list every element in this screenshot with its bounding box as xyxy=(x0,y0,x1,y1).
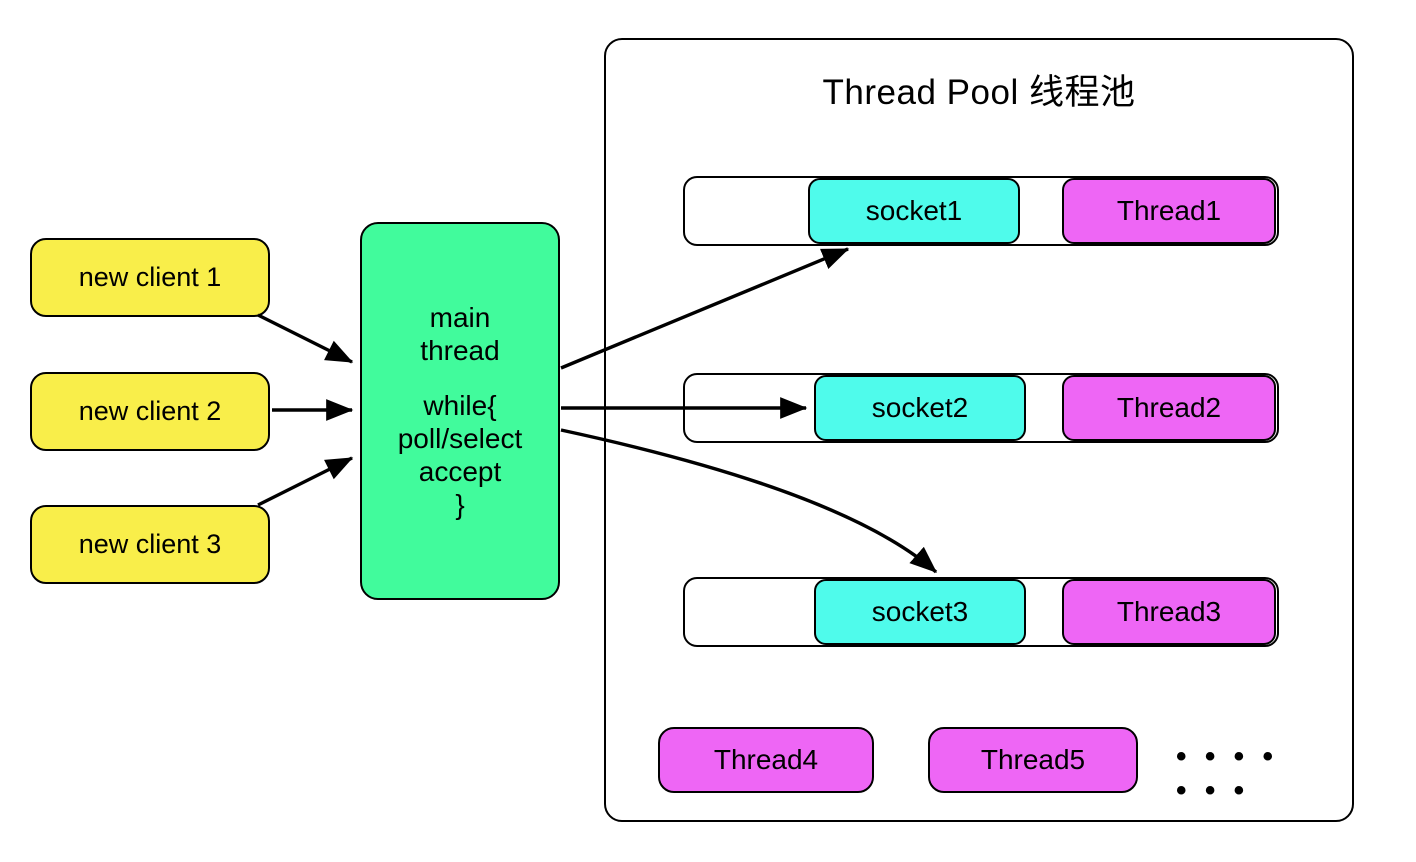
thread-pool-title: Thread Pool 线程池 xyxy=(822,73,1136,112)
client-box-1[interactable]: new client 1 xyxy=(30,238,270,317)
more-threads-ellipsis: • • • • • • • xyxy=(1176,740,1279,807)
client-box-3[interactable]: new client 3 xyxy=(30,505,270,584)
main-thread-line-2: thread xyxy=(420,334,500,366)
idle-thread-box-4[interactable]: Thread4 xyxy=(658,727,874,793)
thread-box-2[interactable]: Thread2 xyxy=(1062,375,1276,441)
main-thread-box[interactable]: main thread while{ poll/select accept } xyxy=(360,222,560,600)
thread-box-1[interactable]: Thread1 xyxy=(1062,178,1276,244)
thread-box-3[interactable]: Thread3 xyxy=(1062,579,1276,645)
socket-box-2[interactable]: socket2 xyxy=(814,375,1026,441)
main-thread-line-3: while{ xyxy=(423,389,497,421)
client-box-2[interactable]: new client 2 xyxy=(30,372,270,451)
main-thread-line-5: accept xyxy=(418,456,502,488)
main-thread-line-6: } xyxy=(455,489,465,521)
idle-thread-box-5[interactable]: Thread5 xyxy=(928,727,1138,793)
arrow-client1-to-main xyxy=(257,313,354,364)
main-thread-line-4: poll/select xyxy=(397,423,523,454)
main-thread-line-1: main xyxy=(429,301,491,333)
arrow-client3-to-main xyxy=(257,456,354,507)
socket-box-3[interactable]: socket3 xyxy=(814,579,1026,645)
socket-box-1[interactable]: socket1 xyxy=(808,178,1020,244)
